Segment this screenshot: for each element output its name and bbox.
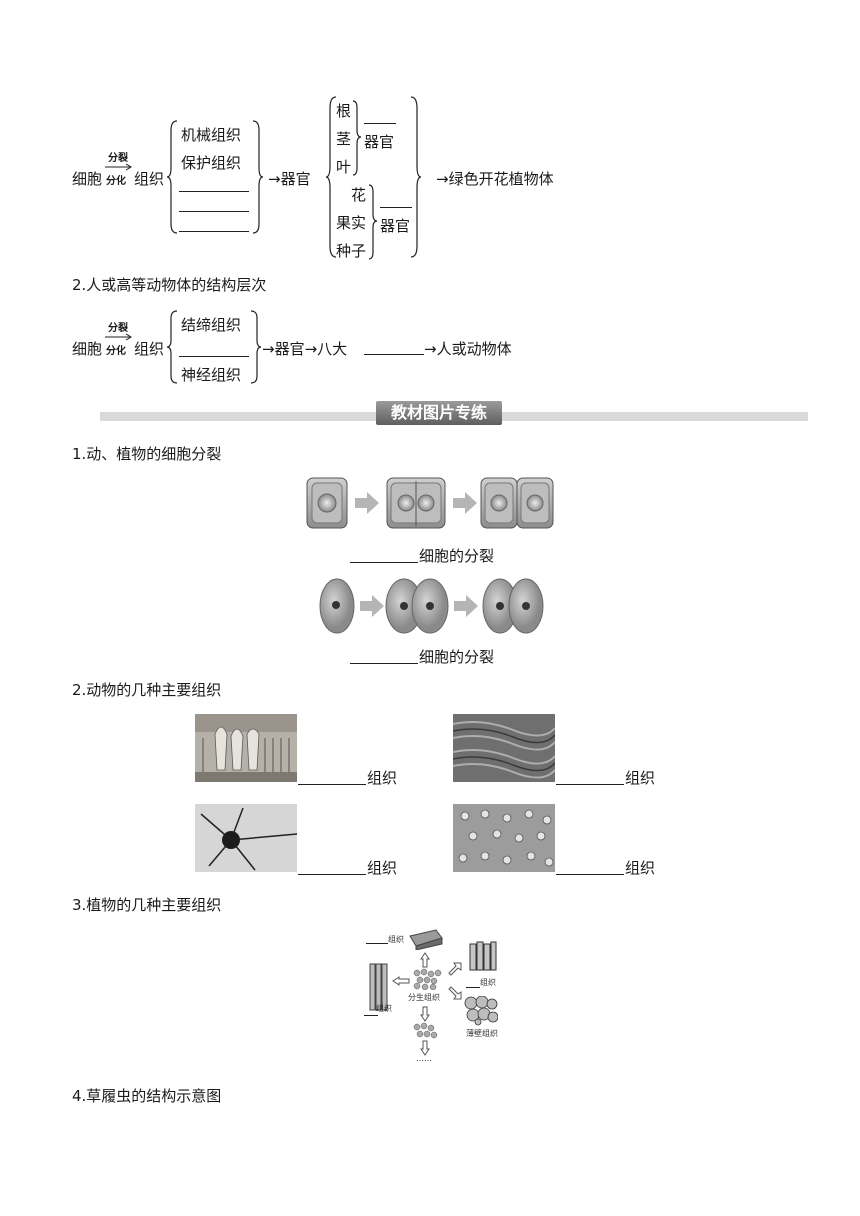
plant-arrow-bottom-label: 分化 bbox=[106, 176, 126, 187]
arrow-downright-icon bbox=[448, 986, 462, 1000]
label-top-tissue: 组织 bbox=[388, 935, 404, 944]
arrow-upright-icon bbox=[448, 962, 462, 976]
blank-line bbox=[556, 783, 624, 785]
section-heading: 1.动、植物的细胞分裂 bbox=[72, 445, 222, 463]
blank-line bbox=[350, 561, 418, 563]
blank-line bbox=[364, 353, 424, 355]
meristem-image bbox=[413, 968, 442, 990]
parenchyma-image bbox=[464, 996, 498, 1026]
tissue-caption-4: 组织 bbox=[625, 859, 656, 877]
tissue-caption-1: 组织 bbox=[367, 769, 398, 787]
plant-tissue-diagram: 组织 组织 分生组织 组织 薄壁组织 …… bbox=[362, 926, 512, 1066]
blank-line bbox=[350, 662, 418, 664]
blank-line bbox=[179, 230, 249, 232]
animal-arrow-icon bbox=[105, 333, 132, 341]
blank-line bbox=[179, 190, 249, 192]
section-heading: 3.植物的几种主要组织 bbox=[72, 896, 222, 914]
section-heading: 2.动物的几种主要组织 bbox=[72, 681, 222, 699]
section-banner: 教材图片专练 bbox=[376, 401, 502, 425]
right-brace-icon bbox=[410, 96, 422, 258]
organ-group-2: 器官 bbox=[380, 217, 411, 235]
organ-leaf: 叶 bbox=[336, 158, 352, 176]
plant-tissue-label: 组织 bbox=[134, 170, 165, 188]
tissue-caption-3: 组织 bbox=[367, 859, 398, 877]
right-brace-icon bbox=[252, 120, 264, 234]
blank-line bbox=[364, 1014, 378, 1016]
plant-to-organ: →器官 bbox=[268, 170, 311, 188]
plant-arrow-top-label: 分裂 bbox=[108, 153, 128, 164]
blank-line bbox=[366, 942, 388, 944]
animal-tissue-3: 神经组织 bbox=[181, 366, 242, 384]
plant-tissue-2: 保护组织 bbox=[181, 154, 242, 172]
section-heading: 2.人或高等动物体的结构层次 bbox=[72, 276, 267, 294]
animal-arrow-bottom-label: 分化 bbox=[106, 346, 126, 357]
animal-cell-division-image bbox=[319, 578, 544, 634]
organ-group-1: 器官 bbox=[364, 133, 395, 151]
animal-division-caption: 细胞的分裂 bbox=[419, 648, 495, 666]
label-parenchyma: 薄壁组织 bbox=[466, 1029, 498, 1038]
blank-line bbox=[556, 873, 624, 875]
organ-stem: 茎 bbox=[336, 130, 352, 148]
tissue-caption-2: 组织 bbox=[625, 769, 656, 787]
left-brace-icon bbox=[325, 96, 337, 258]
top-tissue-image bbox=[409, 929, 443, 950]
plant-tissue-1: 机械组织 bbox=[181, 126, 242, 144]
connective-tissue-photo bbox=[453, 804, 555, 872]
right-brace-icon bbox=[352, 100, 362, 176]
animal-result: →人或动物体 bbox=[424, 340, 512, 358]
blank-line bbox=[298, 783, 366, 785]
animal-tissue-1: 结缔组织 bbox=[181, 316, 242, 334]
label-right-tissue: 组织 bbox=[480, 978, 496, 987]
plant-division-caption: 细胞的分裂 bbox=[419, 547, 495, 565]
left-tissue-image bbox=[369, 963, 388, 1011]
blank-line bbox=[364, 122, 396, 124]
arrow-up-icon bbox=[420, 952, 430, 968]
label-meristem: 分生组织 bbox=[408, 993, 440, 1002]
blank-line bbox=[179, 355, 249, 357]
organ-root: 根 bbox=[336, 102, 352, 120]
plant-cell-label: 细胞 bbox=[72, 170, 103, 188]
animal-tissue-label: 组织 bbox=[134, 340, 165, 358]
left-brace-icon bbox=[166, 120, 178, 234]
plant-cell-division-image bbox=[306, 477, 554, 529]
right-brace-icon bbox=[368, 184, 378, 260]
animal-sequence: →器官→八大 bbox=[262, 340, 348, 358]
arrow-left-icon bbox=[392, 976, 410, 986]
right-brace-icon bbox=[250, 310, 262, 384]
muscle-tissue-photo bbox=[453, 714, 555, 782]
left-brace-icon bbox=[166, 310, 178, 384]
organ-fruit: 果实 bbox=[336, 214, 367, 232]
label-left-tissue: 组织 bbox=[376, 1004, 392, 1013]
meristem-small-image bbox=[413, 1022, 438, 1039]
plant-arrow-icon bbox=[105, 163, 132, 171]
epithelial-tissue-photo bbox=[195, 714, 297, 782]
section-heading: 4.草履虫的结构示意图 bbox=[72, 1087, 222, 1105]
arrow-down-icon bbox=[420, 1040, 430, 1056]
organ-flower: 花 bbox=[351, 186, 367, 204]
label-ellipsis: …… bbox=[416, 1054, 432, 1063]
nerve-tissue-photo bbox=[195, 804, 297, 872]
blank-line bbox=[466, 986, 480, 988]
blank-line bbox=[380, 206, 412, 208]
blank-line bbox=[179, 210, 249, 212]
right-tissue-image bbox=[469, 941, 497, 971]
blank-line bbox=[298, 873, 366, 875]
plant-result: →绿色开花植物体 bbox=[436, 170, 554, 188]
organ-seed: 种子 bbox=[336, 242, 367, 260]
animal-cell-label: 细胞 bbox=[72, 340, 103, 358]
animal-arrow-top-label: 分裂 bbox=[108, 323, 128, 334]
arrow-down-icon bbox=[420, 1006, 430, 1022]
